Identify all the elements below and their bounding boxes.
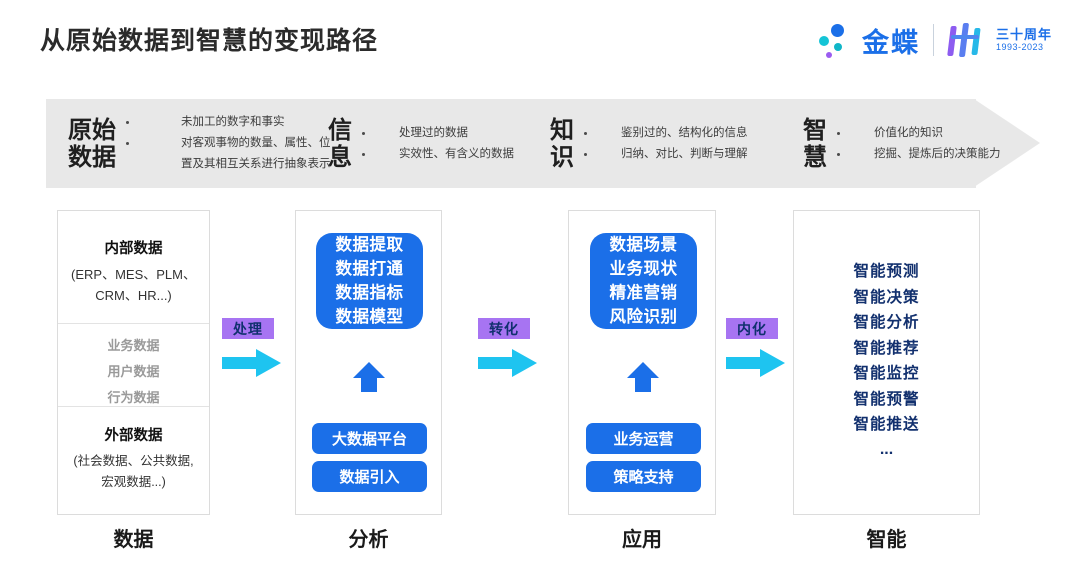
bullet-dot-icon <box>362 131 365 135</box>
card-application: 数据场景 业务现状 精准营销 风险识别 业务运营 策略支持 <box>568 210 716 515</box>
list-item: 用户数据 <box>107 364 160 379</box>
banner-stage-title: 原始 数据 <box>68 116 116 171</box>
right-arrow-icon <box>726 349 785 377</box>
banner-stage-title: 智 慧 <box>803 116 827 171</box>
anniversary-mark-icon <box>947 23 989 57</box>
list-item: 业务数据 <box>107 338 160 353</box>
list-item: 智能决策 <box>853 288 920 306</box>
right-arrow-icon <box>222 349 281 377</box>
connector-label: 内化 <box>726 318 778 339</box>
column-caption-data: 数据 <box>113 529 154 551</box>
internal-data-title: 内部数据 <box>104 241 163 257</box>
banner-body <box>46 99 976 188</box>
card-divider <box>58 406 209 407</box>
card-data: 内部数据 (ERP、MES、PLM、 CRM、HR...) 业务数据 用户数据 … <box>57 210 210 515</box>
connector-process: 处理 <box>222 318 288 383</box>
banner-stage-wisdom: 智 慧 价值化的知识 挖掘、提炼后的决策能力 <box>803 99 1001 188</box>
bullet-dot-icon <box>837 152 840 156</box>
analysis-pill: 数据引入 <box>312 461 427 492</box>
connector-label: 处理 <box>222 318 274 339</box>
external-data-sub-line2: 宏观数据...) <box>101 475 166 489</box>
banner-stage-bullets: 价值化的知识 挖掘、提炼后的决策能力 <box>837 123 1001 165</box>
application-pill: 策略支持 <box>586 461 701 492</box>
card-analysis: 数据提取 数据打通 数据指标 数据模型 大数据平台 数据引入 <box>295 210 442 515</box>
page-title: 从原始数据到智慧的变现路径 <box>40 27 379 55</box>
application-pill: 业务运营 <box>586 423 701 454</box>
internal-data-sub-line1: (ERP、MES、PLM、 <box>71 267 196 282</box>
banner-stage-title: 信 息 <box>328 116 352 171</box>
stage-banner: 原始 数据 未加工的数字和事实 对客观事物的数量、属性、位 置及其相互关系进行抽… <box>46 99 1040 188</box>
banner-stage-knowledge: 知 识 鉴别过的、结构化的信息 归纳、对比、判断与理解 <box>550 99 748 188</box>
banner-stage-title: 知 识 <box>550 116 574 171</box>
connector-internalize: 内化 <box>726 318 792 383</box>
anniversary-years: 1993-2023 <box>995 42 1044 52</box>
bullet-dot-icon <box>584 131 587 135</box>
up-arrow-icon <box>627 362 659 392</box>
bullet-dot-icon <box>126 142 129 145</box>
banner-stage-bullets: 鉴别过的、结构化的信息 归纳、对比、判断与理解 <box>584 123 748 165</box>
internal-data-sub-line2: CRM、HR...) <box>95 288 172 303</box>
anniversary-text: 三十周年 1993-2023 <box>996 27 1052 53</box>
list-item: 智能推荐 <box>853 339 920 357</box>
bullet-dot-icon <box>837 131 840 135</box>
list-item: 智能预测 <box>853 263 920 280</box>
application-focus-box: 数据场景 业务现状 精准营销 风险识别 <box>590 233 697 329</box>
banner-stage-bullets: 未加工的数字和事实 对客观事物的数量、属性、位 置及其相互关系进行抽象表示 <box>126 112 331 175</box>
brand-name: 金蝶 <box>861 27 920 58</box>
up-arrow-icon <box>353 362 385 392</box>
bullet-dot-icon <box>362 152 365 156</box>
kingdee-dots-icon <box>818 22 858 58</box>
column-caption-analysis: 分析 <box>348 529 389 551</box>
analysis-focus-box: 数据提取 数据打通 数据指标 数据模型 <box>316 233 423 329</box>
card-divider <box>58 323 209 324</box>
list-item: 智能推送 <box>853 416 920 433</box>
right-arrow-icon <box>478 349 537 377</box>
analysis-pill: 大数据平台 <box>312 423 427 454</box>
bullet-dot-icon <box>584 152 587 156</box>
list-item: 行为数据 <box>107 390 160 405</box>
banner-stage-raw-data: 原始 数据 未加工的数字和事实 对客观事物的数量、属性、位 置及其相互关系进行抽… <box>68 99 331 188</box>
list-item: 智能分析 <box>853 314 920 331</box>
list-item: 智能监控 <box>853 365 920 382</box>
external-data-sub-line1: (社会数据、公共数据, <box>73 454 194 468</box>
connector-label: 转化 <box>478 318 530 339</box>
bullet-dot-icon <box>126 121 129 124</box>
connector-transform: 转化 <box>478 318 544 383</box>
list-item: 智能预警 <box>853 390 920 408</box>
logo-divider <box>932 24 934 56</box>
anniversary-title: 三十周年 <box>995 27 1052 42</box>
card-intelligence: 智能预测 智能决策 智能分析 智能推荐 智能监控 智能预警 智能推送 ... <box>793 210 980 515</box>
external-data-title: 外部数据 <box>104 428 163 444</box>
banner-stage-information: 信 息 处理过的数据 实效性、有含义的数据 <box>328 99 514 188</box>
column-caption-intelligence: 智能 <box>866 529 907 551</box>
column-caption-application: 应用 <box>622 529 662 551</box>
list-ellipsis: ... <box>879 440 894 458</box>
banner-arrow-tip-icon <box>974 99 1040 187</box>
brand-logo: 金蝶 三十周年 1993-2023 <box>818 18 1052 62</box>
banner-stage-bullets: 处理过的数据 实效性、有含义的数据 <box>362 123 514 165</box>
